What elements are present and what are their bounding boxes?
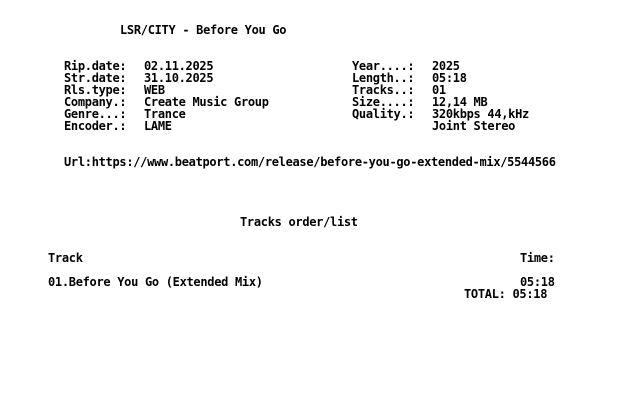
release-url: Url:https://www.beatport.com/release/bef… — [64, 155, 556, 169]
info-key: Encoder.: — [64, 119, 127, 133]
time-column-header: Time: — [520, 251, 555, 265]
info-key: Year....: — [352, 59, 415, 73]
total-time: 05:18 — [512, 287, 548, 301]
info-value: WEB — [144, 83, 165, 97]
info-value: 2025 — [432, 59, 460, 73]
info-row-rls-type: Rls.type: WEB — [64, 84, 269, 96]
info-value: Trance — [144, 107, 186, 121]
info-key: Length..: — [352, 71, 415, 85]
info-value: 05:18 — [432, 71, 467, 85]
info-row-tracks: Tracks..: 01 — [352, 84, 529, 96]
info-key: Size....: — [352, 95, 415, 109]
track-time: 05:18 — [520, 275, 555, 289]
total-line: TOTAL: 05:18 — [464, 288, 547, 300]
track-row: 01.Before You Go (Extended Mix) — [48, 275, 263, 289]
info-key — [352, 120, 432, 132]
info-key: Str.date: — [64, 71, 127, 85]
info-value: Create Music Group — [144, 95, 269, 109]
release-title: LSR/CITY - Before You Go — [120, 23, 287, 37]
info-left-column: Rip.date:02.11.2025 Str.date:31.10.2025 … — [64, 60, 269, 132]
info-row-genre: Genre...: Trance — [64, 108, 269, 120]
info-row-size: Size....: 12,14 MB — [352, 96, 529, 108]
info-value: LAME — [144, 119, 172, 133]
info-value: 320kbps 44,kHz — [432, 107, 529, 121]
info-key: Genre...: — [64, 107, 127, 121]
info-row-rip-date: Rip.date: 02.11.2025 — [64, 60, 269, 72]
info-row-quality: Quality.: 320kbps 44,kHz — [352, 108, 529, 120]
info-key: Company.: — [64, 95, 127, 109]
info-row-encoder: Encoder.: LAME — [64, 120, 269, 132]
info-right-column: Year....: 2025 Length..: 05:18 Tracks..: 01… — [352, 60, 529, 132]
info-row-year: Year....: 2025 — [352, 60, 529, 72]
track-column-header: Track — [48, 251, 83, 265]
info-row-stereo-mode: Joint Stereo — [352, 120, 529, 132]
info-value: 31.10.2025 — [144, 71, 214, 85]
info-key: Tracks..: — [352, 83, 415, 97]
info-value: 12,14 MB — [432, 95, 488, 109]
info-row-str-date: Str.date: 31.10.2025 — [64, 72, 269, 84]
info-row-company: Company.: Create Music Group — [64, 96, 269, 108]
tracks-heading: Tracks order/list — [240, 215, 358, 229]
info-value: 02.11.2025 — [144, 59, 214, 73]
info-key: Rls.type: — [64, 83, 127, 97]
info-key: Quality.: — [352, 107, 415, 121]
total-label: TOTAL: — [464, 287, 506, 301]
info-key: Rip.date: — [64, 59, 127, 73]
info-value: 01 — [432, 83, 446, 97]
info-row-length: Length..: 05:18 — [352, 72, 529, 84]
info-value: Joint Stereo — [432, 119, 516, 133]
